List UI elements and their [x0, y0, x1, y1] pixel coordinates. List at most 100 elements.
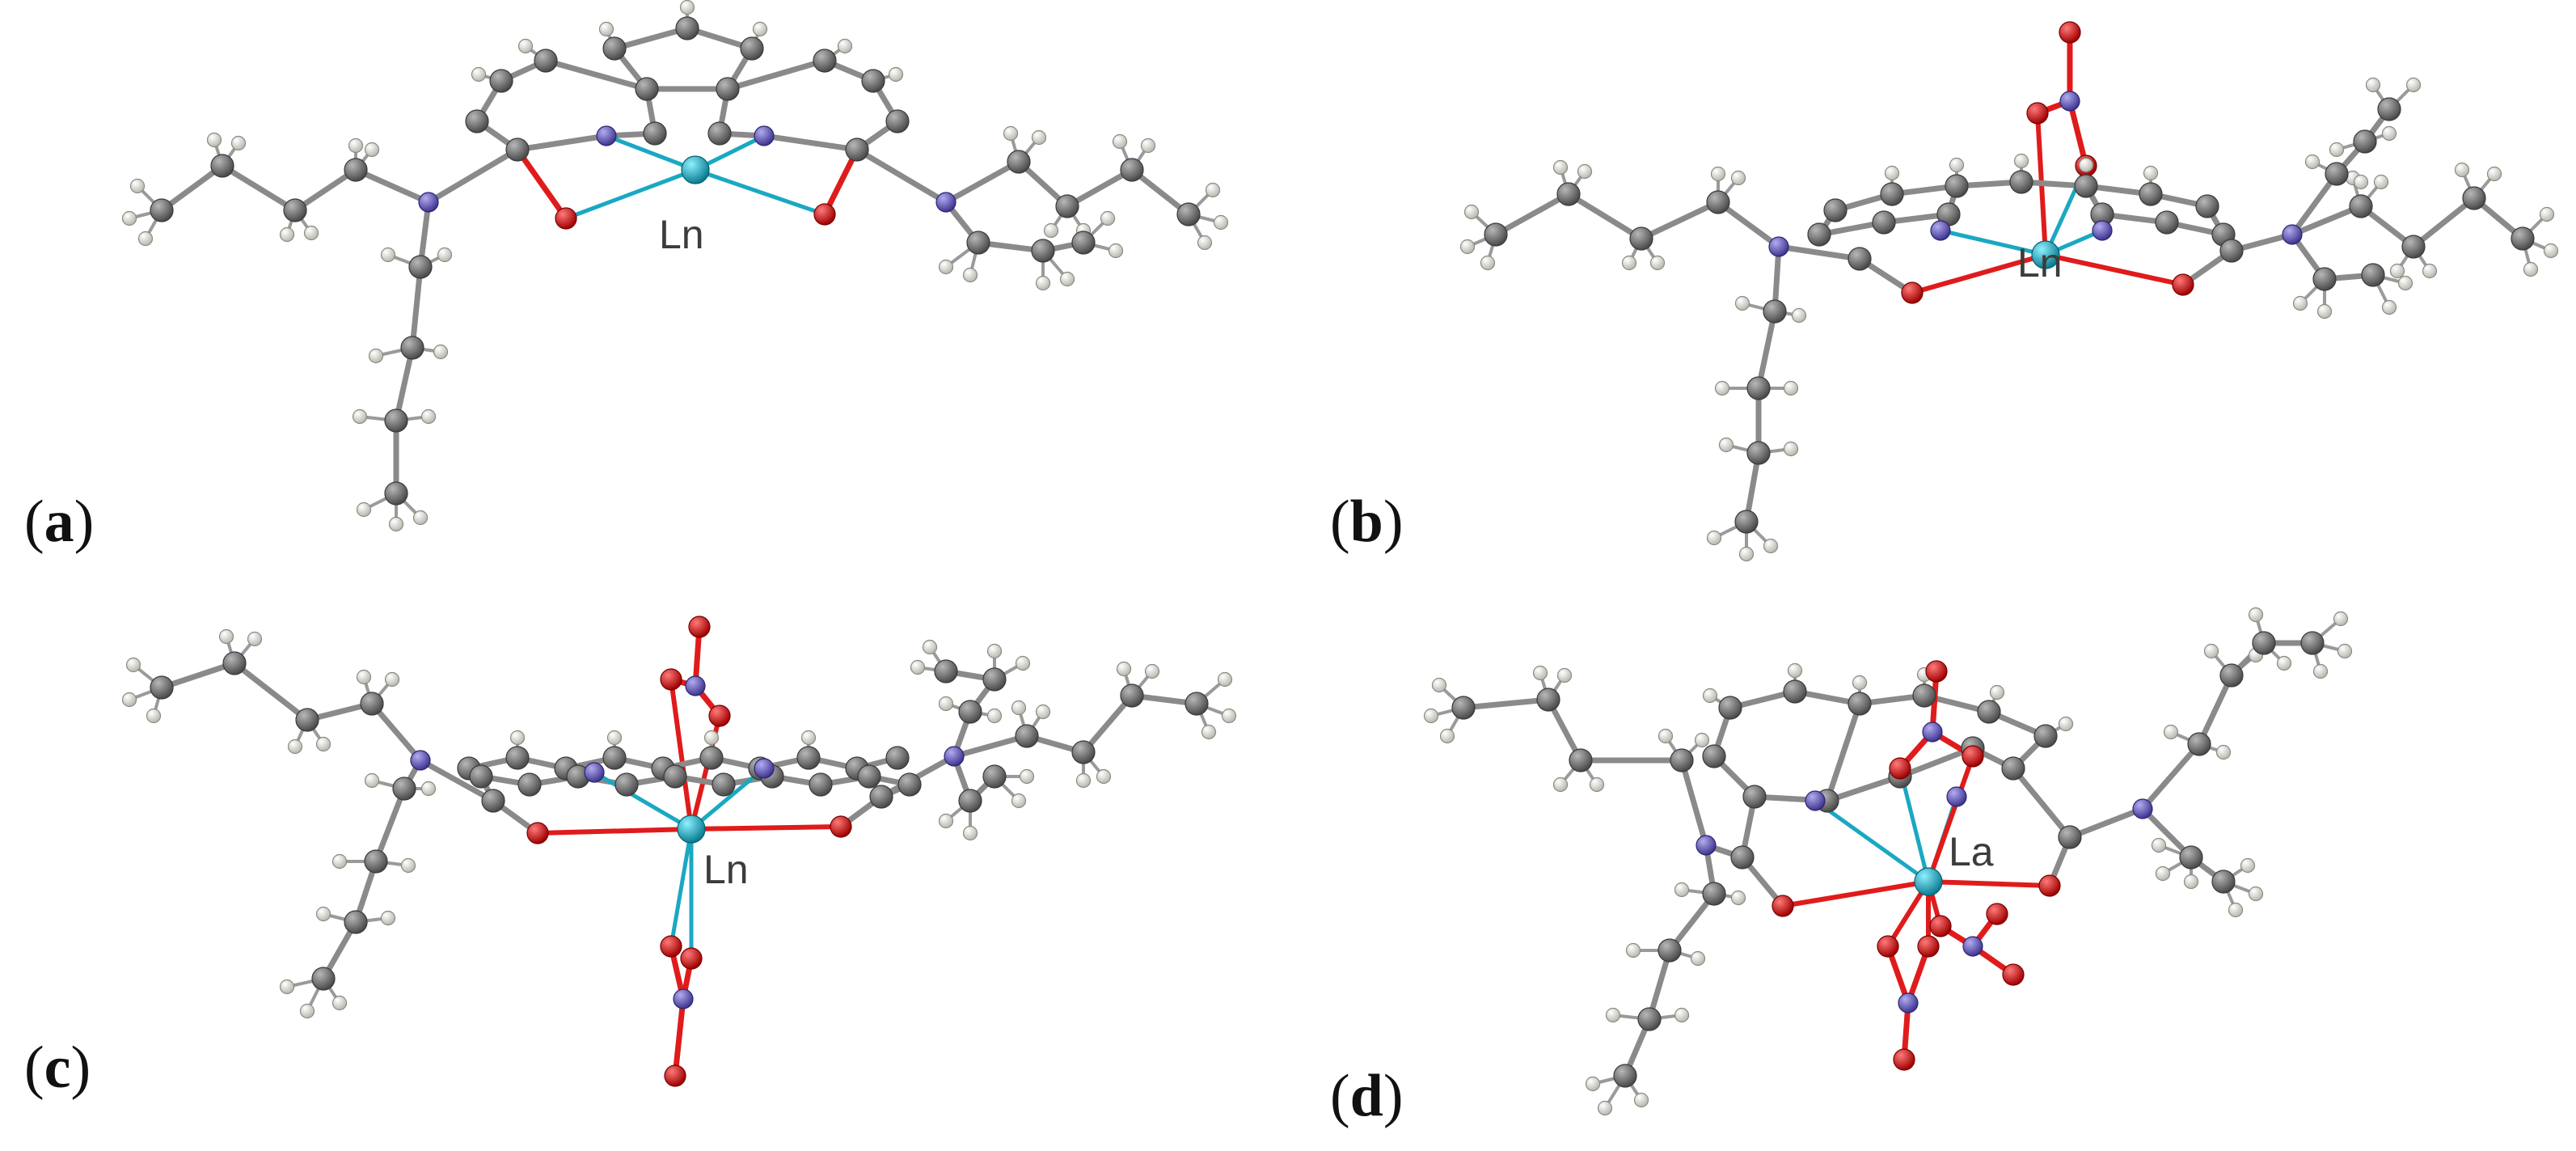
hydrogen-atom-sphere: [517, 38, 534, 54]
hydrogen-atom-sphere: [471, 66, 487, 83]
carbon-atom-sphere: [2361, 263, 2385, 287]
hydrogen-atom-sphere: [2143, 165, 2159, 181]
hydrogen-atom-sphere: [332, 853, 348, 870]
hydrogen-atom-sphere: [1710, 166, 1726, 182]
oxygen-atom-sphere: [660, 668, 682, 691]
oxygen-atom-sphere: [2172, 273, 2194, 296]
hydrogen-atom-sphere: [2304, 154, 2321, 170]
oxygen-atom-sphere: [680, 947, 703, 970]
chemical-bond: [604, 133, 698, 172]
hydrogen-atom-sphere: [412, 510, 429, 526]
carbon-atom-sphere: [1945, 174, 1969, 198]
hydrogen-atom-sphere: [1690, 950, 1706, 967]
hydrogen-atom-sphere: [2163, 724, 2179, 740]
hydrogen-atom-sphere: [1059, 271, 1075, 287]
oxygen-atom-sphere: [2002, 963, 2025, 986]
carbon-atom-sphere: [885, 746, 910, 770]
hydrogen-atom-sphere: [364, 142, 380, 158]
oxygen-atom-sphere: [1962, 745, 1984, 768]
hydrogen-atom-sphere: [1658, 728, 1674, 744]
hydrogen-atom-sphere: [1221, 708, 1237, 724]
hydrogen-atom-sphere: [2155, 865, 2171, 882]
oxygen-atom-sphere: [1772, 895, 1794, 917]
carbon-atom-sphere: [311, 967, 336, 991]
panel-label-b: (b): [1330, 489, 1404, 555]
oxygen-atom-sphere: [1893, 1048, 1915, 1071]
hydrogen-atom-sphere: [986, 708, 1003, 724]
carbon-atom-sphere: [614, 772, 639, 797]
carbon-atom-sphere: [857, 764, 881, 789]
carbon-atom-sphere: [1120, 158, 1144, 182]
carbon-atom-sphere: [1702, 882, 1726, 906]
hydrogen-atom-sphere: [1031, 129, 1047, 146]
carbon-atom-sphere: [481, 789, 505, 813]
hydrogen-atom-sphere: [2353, 174, 2369, 190]
chemical-bond: [231, 660, 310, 723]
hydrogen-atom-sphere: [1763, 538, 1779, 554]
nitrogen-atom-sphere: [1696, 835, 1717, 856]
oxygen-atom-sphere: [813, 203, 836, 226]
carbon-atom-sphere: [885, 109, 910, 133]
chemical-bond: [1715, 199, 1782, 250]
hydrogen-atom-sphere: [437, 247, 453, 263]
carbon-atom-sphere: [2187, 732, 2211, 756]
oxygen-atom-sphere: [1917, 935, 1940, 958]
carbon-atom-sphere: [602, 36, 627, 61]
hydrogen-atom-sphere: [2454, 162, 2470, 178]
nitrogen-atom-sphere: [1930, 220, 1951, 241]
hydrogen-atom-sphere: [598, 21, 614, 37]
carbon-atom-sphere: [2377, 97, 2401, 121]
hydrogen-atom-sphere: [679, 0, 695, 15]
oxygen-atom-sphere: [1986, 903, 2008, 925]
hydrogen-atom-sphere: [287, 738, 303, 755]
carbon-atom-sphere: [699, 746, 724, 770]
oxygen-atom-sphere: [555, 207, 577, 230]
carbon-atom-sphere: [934, 659, 958, 683]
hydrogen-atom-sphere: [2337, 643, 2353, 659]
hydrogen-atom-sphere: [1015, 655, 1031, 671]
carbon-atom-sphere: [150, 675, 174, 700]
chemical-bond: [369, 700, 424, 764]
hydrogen-atom-sphere: [1213, 214, 1229, 231]
carbon-atom-sphere: [2033, 724, 2058, 748]
chemical-bond: [2289, 203, 2364, 238]
carbon-atom-sphere: [1807, 222, 1831, 247]
hydrogen-atom-sphere: [2078, 157, 2094, 173]
hydrogen-atom-sphere: [1738, 546, 1755, 562]
chemical-bond: [373, 785, 408, 865]
hydrogen-atom-sphere: [1532, 665, 1548, 681]
hydrogen-atom-sphere: [303, 225, 319, 241]
carbon-atom-sphere: [1742, 785, 1767, 809]
hydrogen-atom-sphere: [1633, 1092, 1649, 1108]
hydrogen-atom-sphere: [218, 628, 234, 645]
hydrogen-atom-sphere: [1116, 661, 1132, 677]
chemical-bond: [1666, 891, 1717, 954]
carbon-atom-sphere: [1730, 845, 1755, 870]
hydrogen-atom-sphere: [400, 857, 416, 874]
hydrogen-atom-sphere: [2422, 263, 2438, 279]
chemical-bond: [669, 677, 694, 832]
carbon-atom-sphere: [1484, 222, 1508, 247]
carbon-atom-sphere: [2009, 170, 2033, 194]
carbon-atom-sphere: [1451, 696, 1476, 720]
hydrogen-atom-sphere: [1439, 728, 1455, 744]
carbon-atom-sphere: [1536, 688, 1560, 712]
hydrogen-atom-sphere: [2316, 303, 2333, 319]
hydrogen-atom-sphere: [2058, 716, 2074, 732]
chemical-bond: [2067, 806, 2146, 840]
carbon-atom-sphere: [2300, 631, 2325, 655]
carbon-atom-sphere: [958, 789, 982, 813]
hydrogen-atom-sphere: [206, 132, 222, 148]
hydrogen-atom-sphere: [137, 231, 154, 247]
carbon-atom-sphere: [2511, 226, 2535, 251]
hydrogen-atom-sphere: [1075, 772, 1092, 789]
nitrogen-atom-sphere: [1962, 936, 1983, 957]
hydrogen-atom-sphere: [1702, 688, 1718, 704]
hydrogen-atom-sphere: [1718, 437, 1734, 453]
hydrogen-atom-sphere: [420, 781, 437, 797]
chemical-bond: [2196, 672, 2235, 747]
hydrogen-atom-sphere: [1108, 243, 1124, 259]
hydrogen-atom-sphere: [888, 66, 904, 83]
hydrogen-atom-sphere: [2405, 77, 2422, 93]
carbon-atom-sphere: [1823, 198, 1848, 222]
